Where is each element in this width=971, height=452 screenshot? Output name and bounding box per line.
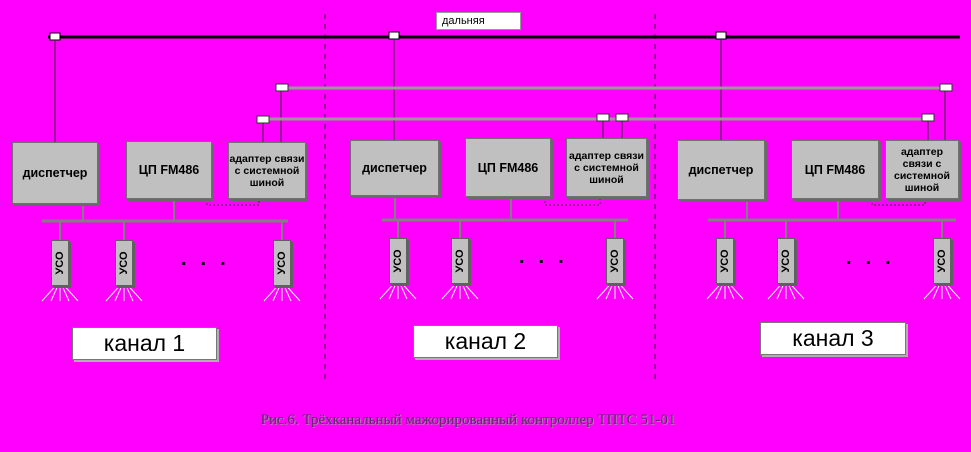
adapter-box: адаптер связи с системной шиной (566, 138, 647, 197)
dispatcher-box: диспетчер (677, 140, 765, 200)
signal-wire (105, 285, 120, 302)
adapter-box: адаптер связи с системной шиной (885, 140, 959, 199)
cpu-adapter-link (206, 199, 260, 206)
signal-wire (596, 283, 611, 300)
signal-wire (943, 283, 952, 300)
far-bus-label: дальняя (436, 12, 521, 30)
dispatcher-box: диспетчер (12, 142, 98, 204)
cross-bus-connector (275, 83, 289, 92)
signal-wire (776, 283, 785, 300)
signal-wire (402, 283, 417, 300)
signal-wire (283, 285, 292, 302)
cross-bus-connector (921, 113, 935, 122)
signal-wire (619, 283, 634, 300)
signal-wire (114, 285, 123, 302)
signal-wire (726, 283, 735, 300)
cross-bus-connector (596, 113, 610, 122)
signal-wire (61, 285, 70, 302)
far-bus-connector (715, 31, 727, 40)
signal-lines (41, 283, 961, 302)
signal-wire (715, 283, 724, 300)
signal-wire (399, 283, 408, 300)
cpu-label: ЦП FM486 (477, 160, 539, 175)
signal-wire (64, 285, 79, 302)
far-bus-connector (388, 31, 400, 40)
cpu-box: ЦП FM486 (791, 140, 879, 199)
signal-wire (605, 283, 614, 300)
signal-wire (388, 283, 397, 300)
cpu-box: ЦП FM486 (465, 138, 551, 197)
signal-wire (263, 285, 278, 302)
signal-wire (946, 283, 961, 300)
adapter-label: адаптер связи с системной шиной (894, 145, 950, 194)
cross-bus-connector (256, 115, 270, 124)
signal-wire (379, 283, 394, 300)
channel-label: канал 2 (413, 325, 558, 358)
signal-wire (461, 283, 470, 300)
dispatcher-box: диспетчер (350, 140, 439, 196)
signal-wire (450, 283, 459, 300)
signal-wire (729, 283, 744, 300)
adapter-label: адаптер связи с системной шиной (229, 152, 305, 189)
signal-wire (441, 283, 456, 300)
uso-module: УСО (716, 238, 734, 284)
cpu-adapter-link (544, 197, 601, 206)
cpu-label: ЦП FM486 (138, 163, 200, 177)
dispatcher-label: диспетчер (362, 161, 427, 175)
uso-module: УСО (51, 240, 69, 286)
more-modules-ellipsis: ... (519, 246, 578, 268)
signal-wire (286, 285, 301, 302)
signal-wire (616, 283, 625, 300)
signal-wire (923, 283, 938, 300)
signal-wire (272, 285, 281, 302)
channel-label: канал 1 (72, 327, 217, 360)
signal-wire (128, 285, 143, 302)
uso-module: УСО (606, 238, 624, 284)
uso-module: УСО (451, 238, 469, 284)
uso-module: УСО (389, 238, 407, 284)
more-modules-ellipsis: ... (181, 248, 240, 270)
signal-wire (41, 285, 56, 302)
cpu-adapter-link (871, 199, 926, 206)
adapter-label: адаптер связи с системной шиной (569, 149, 644, 186)
uso-module: УСО (115, 240, 133, 286)
signal-wire (767, 283, 782, 300)
cpu-box: ЦП FM486 (126, 141, 212, 199)
uso-module: УСО (273, 240, 291, 286)
signal-wire (125, 285, 134, 302)
cross-bus-connector (939, 83, 953, 92)
channel-label: канал 3 (760, 322, 906, 355)
uso-module: УСО (933, 238, 951, 284)
cross-bus-connector (615, 113, 629, 122)
dispatcher-label: диспетчер (22, 166, 88, 180)
uso-module: УСО (777, 238, 795, 284)
more-modules-ellipsis: ... (846, 247, 905, 269)
signal-wire (706, 283, 721, 300)
signal-wire (932, 283, 941, 300)
figure-caption: Рис.6. Трёхканальный мажорированный конт… (260, 412, 676, 428)
cpu-label: ЦП FM486 (804, 162, 866, 177)
adapter-box: адаптер связи с системной шиной (228, 142, 306, 199)
far-bus-connector (49, 32, 61, 41)
signal-wire (50, 285, 59, 302)
signal-wire (790, 283, 805, 300)
signal-wire (464, 283, 479, 300)
dispatcher-label: диспетчер (688, 163, 754, 177)
signal-wire (787, 283, 796, 300)
